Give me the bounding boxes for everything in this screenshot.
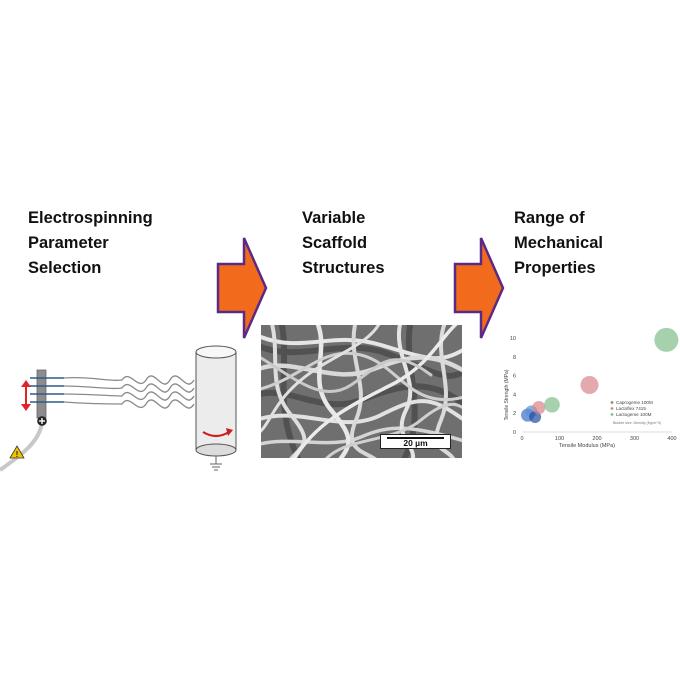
- legend-marker: [610, 413, 614, 416]
- positive-terminal-icon: [37, 416, 47, 426]
- x-axis-label: Tensile Modulus (MPa): [559, 443, 615, 449]
- x-tick-label: 100: [555, 436, 564, 442]
- heading-line: Mechanical: [514, 234, 603, 252]
- double-headed-arrow-icon: [21, 380, 31, 411]
- parameter-selection-heading: Electrospinning Parameter Selection: [28, 206, 153, 281]
- needles: [30, 377, 64, 403]
- x-tick-label: 200: [592, 436, 601, 442]
- fibers: [261, 325, 462, 458]
- legend-label: Caprogeme 100M: [616, 400, 653, 405]
- legend-label: Lactogeme 100M: [616, 412, 652, 417]
- heading-line: Selection: [28, 259, 102, 277]
- y-tick-label: 8: [513, 355, 516, 361]
- flow-arrow-icon: [216, 237, 268, 339]
- heading-line: Properties: [514, 259, 596, 277]
- y-tick-label: 10: [510, 336, 516, 342]
- high-voltage-warning-icon: !: [9, 445, 25, 459]
- heading-line: Parameter: [28, 234, 109, 252]
- scale-bar-label: 20 µm: [403, 438, 428, 448]
- rotation-arrow-icon: [202, 428, 233, 438]
- y-tick-label: 2: [513, 411, 516, 417]
- scale-bar: 20 µm: [380, 434, 451, 449]
- x-tick-label: 400: [667, 436, 676, 442]
- scale-bar-line: [387, 437, 444, 439]
- x-tick-label: 0: [520, 436, 523, 442]
- y-tick-label: 4: [513, 392, 516, 398]
- heading-line: Structures: [302, 259, 385, 277]
- svg-text:!: !: [16, 450, 19, 459]
- flow-arrow-icon: [453, 237, 505, 339]
- electrospinning-setup-diagram: !: [0, 345, 237, 472]
- rotating-collector-drum: [195, 345, 237, 457]
- y-tick-label: 0: [513, 430, 516, 436]
- bubble-size-note: Bubble size: Density (Kg/m^3): [613, 421, 661, 425]
- data-bubble: [654, 327, 679, 352]
- y-tick-label: 6: [513, 374, 516, 380]
- scaffold-structures-heading: Variable Scaffold Structures: [302, 206, 385, 281]
- data-bubble: [544, 396, 560, 413]
- y-axis-label: Tensile Strength (MPa): [504, 369, 510, 420]
- ground-icon: [210, 456, 222, 471]
- heading-line: Variable: [302, 209, 366, 227]
- legend-marker: [610, 407, 614, 410]
- heading-line: Electrospinning: [28, 209, 153, 227]
- heading-line: Scaffold: [302, 234, 368, 252]
- power-cable: [0, 421, 44, 472]
- polymer-jets: [63, 375, 195, 409]
- legend-label: Lactoflex 7415: [616, 406, 646, 411]
- heading-line: Range of: [514, 209, 585, 227]
- legend-marker: [610, 401, 614, 404]
- data-bubble: [580, 376, 599, 394]
- data-bubble: [532, 400, 546, 415]
- mechanical-properties-heading: Range of Mechanical Properties: [514, 206, 603, 281]
- x-tick-label: 300: [630, 436, 639, 442]
